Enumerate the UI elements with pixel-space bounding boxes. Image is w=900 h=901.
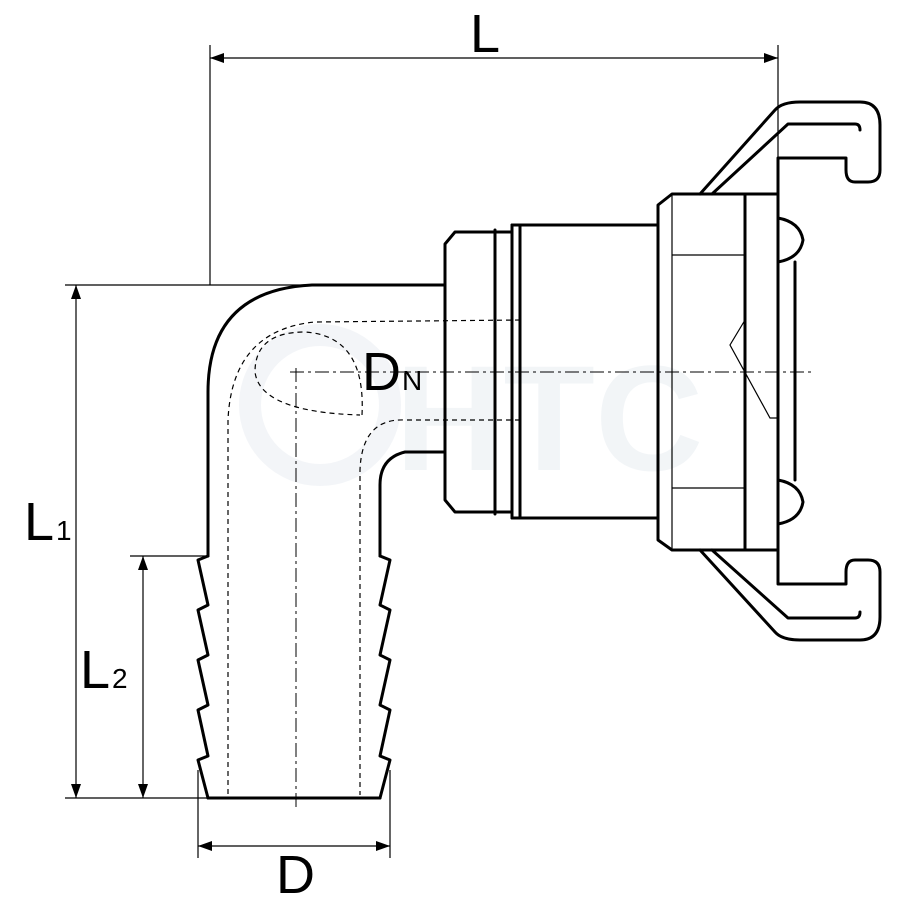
label-L2: L2 — [80, 640, 128, 700]
seal-ring-top — [776, 216, 805, 264]
hose-barb-left — [196, 554, 210, 800]
coupling-inner-taper — [729, 200, 778, 419]
dimension-D: D — [197, 770, 391, 901]
elbow-outer-contour — [206, 283, 447, 558]
dimension-L: L — [209, 4, 779, 285]
label-L: L — [470, 4, 500, 64]
claws — [698, 100, 882, 642]
label-DN: DN — [362, 342, 422, 402]
bore-inner-hidden — [359, 419, 520, 795]
dimension-L1: L1 — [24, 284, 312, 799]
claw-top — [698, 100, 882, 196]
bore-bend-hidden — [254, 331, 363, 416]
label-L1: L1 — [24, 492, 72, 552]
seal-ring-bottom — [776, 478, 805, 526]
watermark: HTC — [239, 324, 703, 502]
label-D: D — [276, 845, 315, 901]
elbow-body — [196, 283, 521, 800]
hose-barb-right — [378, 554, 392, 800]
claw-bottom — [698, 548, 882, 642]
elbow-inner-contour — [378, 450, 447, 558]
dimension-L2: L2 — [80, 555, 208, 798]
